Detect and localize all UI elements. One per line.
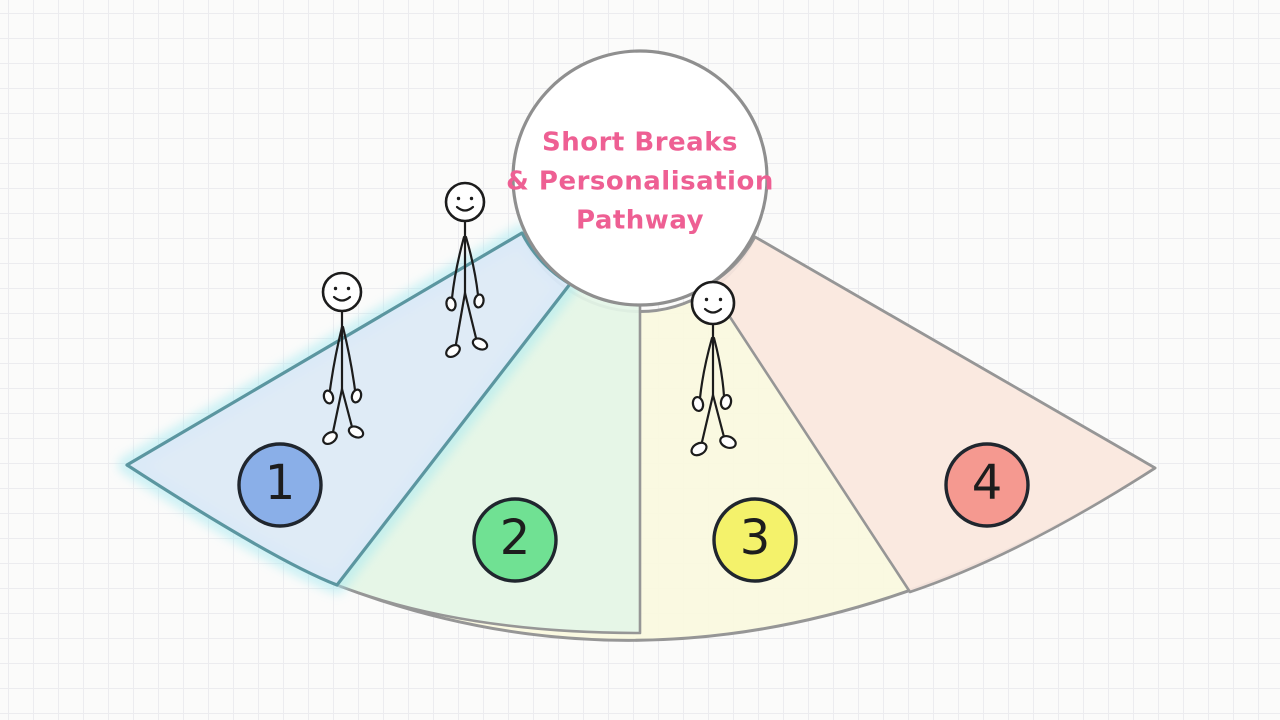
stage-1-number: 1 [264,454,296,511]
pathway-title-line-3: Pathway [575,205,705,236]
stage-3-number: 3 [739,509,771,566]
pathway-title-line-1: Short Breaks [542,127,738,158]
stage-3-badge [712,497,798,583]
stage-4-badge [944,442,1030,528]
pathway-title-line-2: & Personalisation [506,166,774,197]
stage-2-badge [472,497,558,583]
pathway-hub-circle [511,49,769,307]
stick-figure-icon [321,271,365,446]
stage-2-number: 2 [499,509,531,566]
stick-figure-icon [690,280,737,457]
stick-figure-icon [444,181,489,359]
stage-4-number: 4 [971,454,1003,511]
stage-1-badge [237,442,323,528]
pathway-title: Short Breaks & Personalisation Pathway [506,124,774,241]
